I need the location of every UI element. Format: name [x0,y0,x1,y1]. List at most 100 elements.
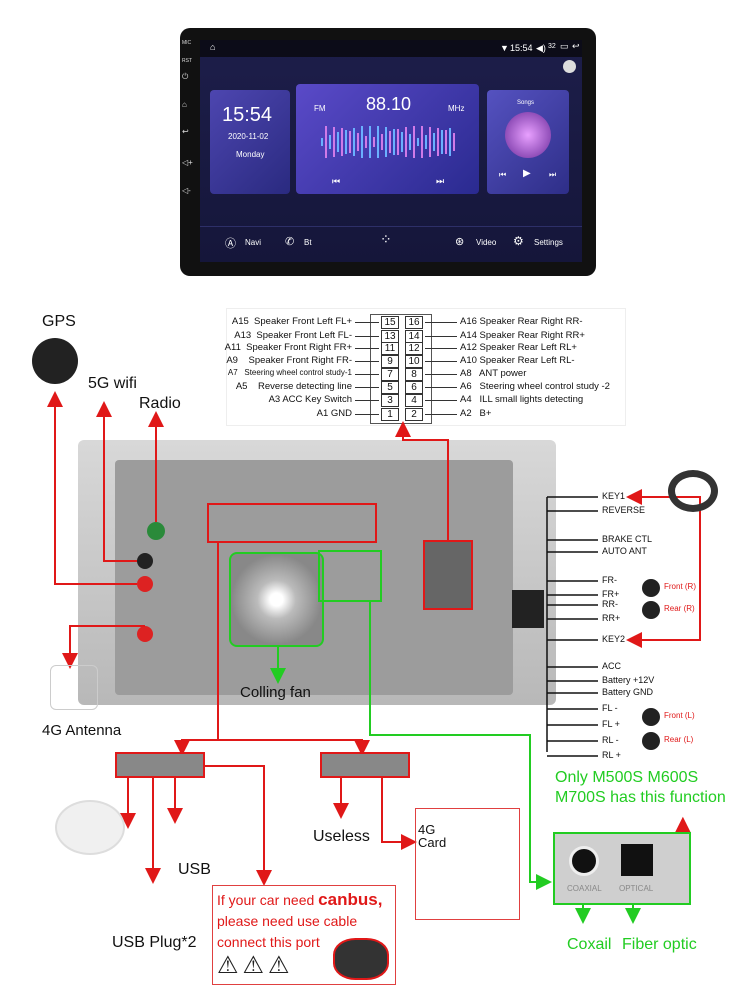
wiring-harness-plug [512,590,544,628]
wifi-arrow [96,401,137,562]
eq-bar [441,129,443,155]
wire-label: Battery GND [602,687,654,697]
gps-label: GPS [42,313,76,330]
eq-bar [381,133,383,151]
4g-card-label: 4G Card [418,822,447,850]
pin-label-left: A9 Speaker Front Right FR- [226,355,352,366]
gps-port [137,576,153,592]
eq-bar [365,136,367,148]
radio-band: FM [314,104,326,113]
eq-bar [373,136,375,148]
main-connector-block [207,503,377,543]
wifi-icon: ▼ [500,43,509,53]
eq-bar [329,134,331,150]
speaker-label: Rear (R) [664,604,695,613]
video-icon[interactable]: ⊛ [455,236,465,248]
pin-number: 10 [405,355,423,368]
rst-label: RST [182,58,192,64]
4g-antenna-port [137,626,153,642]
volume-up-icon[interactable]: ◁+ [182,158,193,167]
pin-lead-left [355,336,379,337]
canbus-note: If your car need canbus, please need use… [212,885,396,985]
usb-connector [115,752,205,778]
navi-icon[interactable]: Ⓐ [225,238,236,250]
warning-icon: ⚠ [242,952,269,979]
can-connector [423,540,473,610]
wire-label: KEY1 [602,491,626,501]
pin-label-left: A3 ACC Key Switch [268,394,352,405]
eq-bar [453,132,455,152]
apps-icon[interactable]: ⁘ [380,231,392,247]
home-icon[interactable]: ⌂ [182,100,187,109]
volume-down-icon[interactable]: ◁- [182,186,191,195]
optical-arrow [369,602,552,890]
clock-widget[interactable]: 15:54 2020-11-02 Monday [210,90,290,194]
eq-bar [333,126,335,158]
eq-bar [377,126,379,158]
back-icon[interactable]: ↩ [182,127,189,136]
wire-label: BRAKE CTL [602,534,653,544]
speaker-icon [642,579,660,597]
home-outline-icon[interactable]: ⌂ [210,42,216,52]
4g-connector [320,752,410,778]
assistive-ball-icon[interactable] [563,60,576,73]
video-label[interactable]: Video [476,238,497,247]
eq-bar [325,126,327,158]
play-icon[interactable]: ▶ [523,168,531,179]
settings-label[interactable]: Settings [534,238,563,247]
cooling-fan [229,552,324,647]
songs-title: Songs [517,100,535,106]
music-widget[interactable]: Songs ⏮ ▶ ⏭ [487,90,569,194]
eq-bar [393,129,395,155]
pin-number: 3 [381,394,399,407]
gps-antenna-image [32,338,78,384]
coaxial-port-label: COAXIAL [567,884,602,893]
wire-label: REVERSE [602,505,646,515]
eq-bar [425,135,427,149]
back-icon[interactable]: ↩ [572,41,580,51]
status-time: 15:54 [510,43,533,53]
usb-label: USB [178,861,211,878]
next-icon[interactable]: ⏭ [436,176,445,186]
pinout-diagram [226,308,626,426]
pin-lead-left [355,322,379,323]
pin-number: 11 [381,342,399,355]
eq-bar [429,126,431,158]
eq-bar [369,126,371,158]
eq-bar [437,128,439,156]
4g-antenna-image [50,665,98,710]
eq-bar [445,130,447,154]
settings-icon[interactable]: ⚙ [513,234,524,248]
next-icon[interactable]: ⏭ [549,170,557,179]
rca-camera-plug-image [55,800,125,855]
pin-lead-left [355,374,379,375]
navi-label[interactable]: Navi [245,238,262,247]
pin-lead-right [425,361,457,362]
4g-antenna-arrow [62,625,145,669]
radio-unit: MHz [448,104,465,113]
radio-widget[interactable]: FM 88.10 MHz ⏮ ⏭ [296,84,479,194]
steering-control-line [636,496,701,641]
wifi-label: 5G wifi [88,375,137,392]
4g-antenna-label: 4G Antenna [42,722,122,739]
pin-label-left: A7 Steering wheel control study-1 [227,368,352,377]
eq-bar [401,131,403,153]
recent-apps-icon[interactable]: ▭ [560,41,569,51]
bt-label[interactable]: Bt [304,238,312,247]
previous-icon[interactable]: ⏮ [332,176,341,186]
port-photo [333,938,389,980]
pin-number: 2 [405,408,423,421]
previous-icon[interactable]: ⏮ [499,170,507,179]
pin-label-right: A6 Steering wheel control study -2 [460,381,610,392]
wifi-port [137,553,153,569]
eq-bar [433,132,435,152]
speaker-label: Front (R) [664,582,696,591]
canbus-text: If your car need [217,892,319,908]
optional-ports: COAXIAL OPTICAL [553,832,691,905]
phone-icon[interactable]: ✆ [285,236,295,248]
pin-label-right: A16 Speaker Rear Right RR- [460,316,583,327]
wire-label: FL - [602,703,618,713]
volume-icon: ◀) [536,43,546,53]
power-icon[interactable]: ⏻ [182,72,189,81]
